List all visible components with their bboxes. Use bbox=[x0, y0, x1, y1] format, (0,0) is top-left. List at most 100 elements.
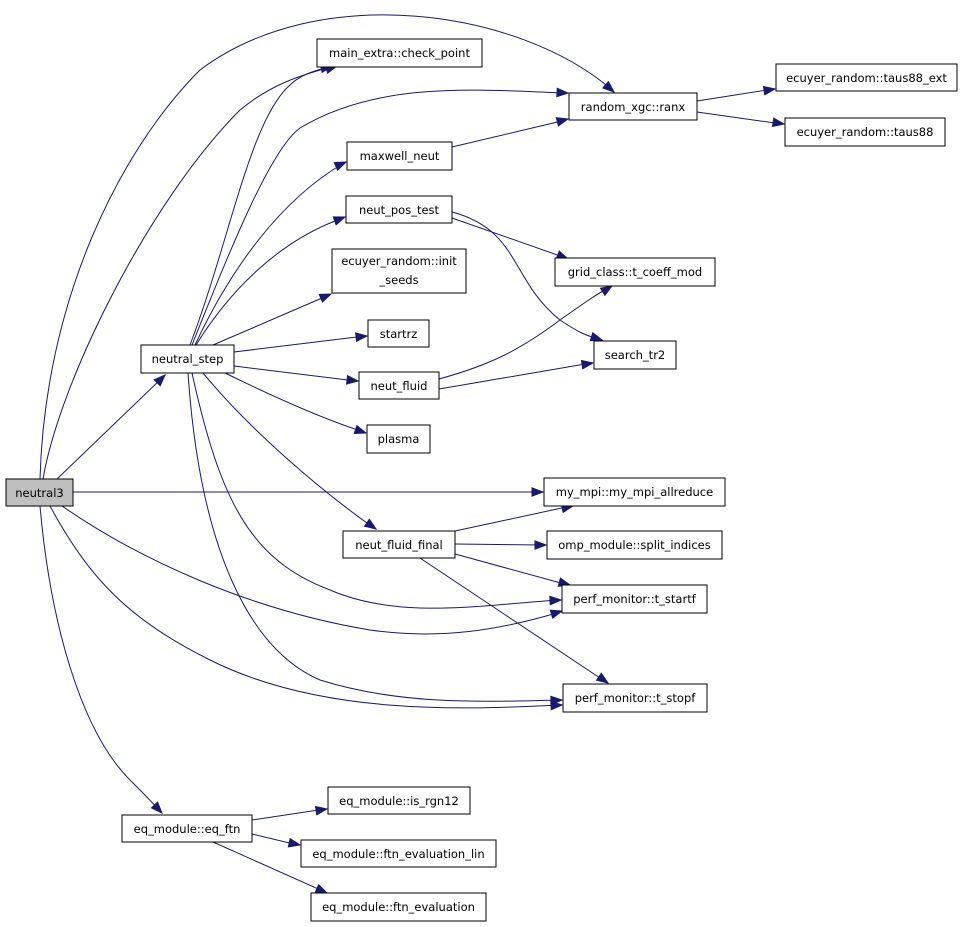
node-label: neutral_step bbox=[152, 352, 224, 366]
edge-neutral-step-to-neut-fluid-final bbox=[202, 372, 378, 530]
node-label: search_tr2 bbox=[605, 348, 666, 362]
node-neutral3[interactable]: neutral3 bbox=[5, 478, 74, 507]
node-split-indices[interactable]: omp_module::split_indices bbox=[546, 530, 723, 560]
node-label: neut_pos_test bbox=[359, 203, 440, 217]
edge-line bbox=[696, 88, 774, 102]
node-label: neutral3 bbox=[15, 486, 63, 500]
edge-neutral3-to-ranx bbox=[39, 14, 616, 480]
edge-neutral-step-to-t-stopf bbox=[187, 372, 564, 706]
edge-eq-ftn-to-ftn-evaluation-lin bbox=[251, 833, 302, 848]
node-check-point[interactable]: main_extra::check_point bbox=[316, 38, 483, 68]
edge-line bbox=[61, 505, 561, 635]
edge-line bbox=[454, 553, 569, 586]
edge-line bbox=[56, 376, 164, 480]
edge-arrowhead bbox=[153, 374, 166, 387]
edge-arrowhead bbox=[531, 487, 545, 497]
node-label: plasma bbox=[378, 432, 420, 446]
edge-neut-fluid-to-search-tr2 bbox=[438, 359, 595, 390]
edge-neutral-step-to-t-startf bbox=[191, 372, 563, 609]
edge-line bbox=[202, 372, 375, 529]
node-label: eq_module::ftn_evaluation bbox=[322, 900, 475, 914]
node-eq-ftn[interactable]: eq_module::eq_ftn bbox=[121, 814, 253, 843]
edge-line bbox=[187, 372, 561, 702]
edge-neutral3-to-eq-ftn bbox=[39, 505, 163, 815]
edge-neutral-step-to-ranx bbox=[191, 87, 570, 346]
edge-neutral-step-to-maxwell-neut bbox=[194, 161, 348, 346]
node-taus88[interactable]: ecuyer_random::taus88 bbox=[784, 117, 946, 147]
edge-arrowhead bbox=[602, 80, 616, 93]
node-t-startf[interactable]: perf_monitor::t_startf bbox=[561, 584, 708, 614]
edge-arrowhead bbox=[318, 293, 333, 303]
edge-ranx-to-taus88 bbox=[696, 111, 786, 128]
edge-neut-fluid-final-to-split-indices bbox=[454, 540, 548, 550]
edge-line bbox=[454, 505, 572, 532]
edge-neutral-step-to-init-seeds bbox=[212, 293, 333, 346]
node-init-seeds[interactable]: ecuyer_random::init _seeds bbox=[331, 248, 467, 294]
node-taus88-ext[interactable]: ecuyer_random::taus88_ext bbox=[775, 63, 958, 92]
edge-line bbox=[42, 65, 336, 480]
node-label: perf_monitor::t_stopf bbox=[575, 691, 697, 705]
edge-line bbox=[189, 66, 331, 346]
edge-arrowhead bbox=[534, 540, 548, 550]
node-maxwell-neut[interactable]: maxwell_neut bbox=[346, 141, 453, 171]
node-label: neut_fluid_final bbox=[355, 538, 442, 552]
edge-neutral-step-to-neut-pos-test bbox=[195, 216, 347, 346]
edge-arrowhead bbox=[287, 837, 302, 848]
edge-arrowhead bbox=[550, 695, 564, 706]
edge-line bbox=[191, 89, 567, 346]
node-label: ecuyer_random::taus88 bbox=[797, 125, 934, 139]
node-ftn-evaluation[interactable]: eq_module::ftn_evaluation bbox=[310, 892, 487, 922]
node-label: my_mpi::my_mpi_allreduce bbox=[556, 485, 713, 499]
node-label: perf_monitor::t_startf bbox=[573, 592, 696, 606]
node-label: ecuyer_random::taus88_ext bbox=[786, 71, 947, 85]
node-ranx[interactable]: random_xgc::ranx bbox=[568, 92, 698, 121]
edge-line bbox=[212, 841, 326, 893]
edge-arrowhead bbox=[314, 805, 329, 816]
edge-line bbox=[454, 543, 545, 546]
node-is-rgn12[interactable]: eq_module::is_rgn12 bbox=[327, 786, 471, 815]
edge-neutral3-to-my-mpi-allreduce bbox=[73, 487, 545, 497]
edge-neutral3-to-neutral-step bbox=[56, 374, 166, 480]
node-startrz[interactable]: startrz bbox=[367, 319, 430, 348]
node-my-mpi-allreduce[interactable]: my_mpi::my_mpi_allreduce bbox=[543, 477, 726, 507]
edge-neut-fluid-final-to-my-mpi-allreduce bbox=[454, 503, 575, 532]
edge-arrowhead bbox=[771, 117, 786, 128]
edge-arrowhead bbox=[363, 518, 378, 530]
edge-line bbox=[451, 211, 601, 340]
edge-arrowhead bbox=[580, 359, 595, 370]
node-neut-pos-test[interactable]: neut_pos_test bbox=[345, 195, 453, 224]
edge-line bbox=[451, 119, 567, 148]
edge-line bbox=[438, 286, 611, 380]
edge-neut-fluid-final-to-t-stopf bbox=[419, 557, 610, 684]
edge-arrowhead bbox=[314, 883, 329, 894]
edge-arrowhead bbox=[595, 672, 610, 684]
edge-neut-pos-test-to-search-tr2 bbox=[451, 211, 604, 342]
edge-arrowhead bbox=[549, 595, 563, 606]
edge-neut-pos-test-to-t-coeff-mod bbox=[451, 217, 570, 260]
node-t-stopf[interactable]: perf_monitor::t_stopf bbox=[562, 683, 708, 713]
node-label: neut_fluid bbox=[371, 379, 428, 393]
node-plasma[interactable]: plasma bbox=[366, 424, 431, 454]
node-label: eq_module::eq_ftn bbox=[134, 822, 241, 836]
node-label-line2: _seeds bbox=[378, 273, 418, 287]
node-label: eq_module::is_rgn12 bbox=[339, 794, 459, 808]
edge-arrowhead bbox=[556, 87, 570, 98]
edge-neutral3-to-check-point bbox=[42, 64, 339, 480]
node-t-coeff-mod[interactable]: grid_class::t_coeff_mod bbox=[554, 257, 716, 287]
edge-arrowhead bbox=[332, 216, 347, 226]
node-search-tr2[interactable]: search_tr2 bbox=[593, 340, 677, 370]
edge-arrowhead bbox=[333, 161, 348, 172]
node-neutral-step[interactable]: neutral_step bbox=[140, 344, 235, 374]
edge-neutral3-to-t-stopf bbox=[49, 505, 564, 711]
node-neut-fluid[interactable]: neut_fluid bbox=[358, 371, 440, 400]
nodes-layer: neutral3 neutral_step eq_module::eq_ftn … bbox=[5, 38, 958, 922]
edge-line bbox=[251, 808, 326, 821]
edge-neutral-step-to-startrz bbox=[233, 332, 369, 353]
node-neut-fluid-final[interactable]: neut_fluid_final bbox=[342, 530, 456, 559]
edge-arrowhead bbox=[599, 285, 614, 297]
node-ftn-evaluation-lin[interactable]: eq_module::ftn_evaluation_lin bbox=[300, 839, 497, 868]
edge-maxwell-neut-to-ranx bbox=[451, 117, 570, 148]
edge-arrowhead bbox=[555, 117, 570, 127]
edge-arrowhead bbox=[353, 424, 368, 435]
